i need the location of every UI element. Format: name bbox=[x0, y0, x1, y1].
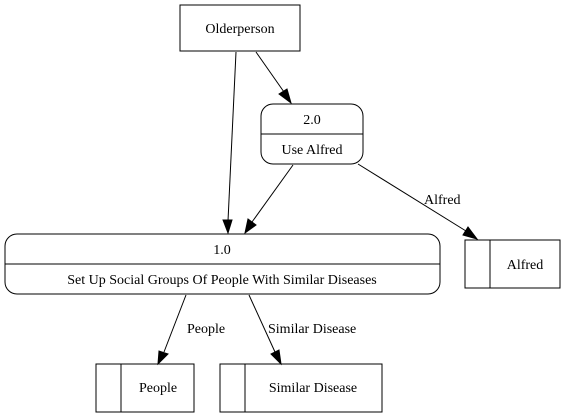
edge-use-alfred-to-store-alfred: Alfred bbox=[357, 163, 479, 240]
node-olderperson-label: Olderperson bbox=[205, 22, 274, 37]
node-process-social-groups-id: 1.0 bbox=[213, 243, 231, 258]
edge-social-groups-to-similar-disease: Similar Disease bbox=[248, 294, 356, 366]
node-store-similar-disease[interactable]: Similar Disease bbox=[219, 363, 383, 413]
edge-label-similar-disease: Similar Disease bbox=[268, 322, 356, 337]
node-process-use-alfred[interactable]: 2.0 Use Alfred bbox=[260, 103, 364, 165]
edge-label-people: People bbox=[187, 322, 225, 337]
edge-olderperson-to-use-alfred bbox=[255, 51, 292, 105]
edge-olderperson-to-social-groups bbox=[222, 51, 237, 235]
node-store-alfred-label: Alfred bbox=[507, 258, 544, 273]
node-store-alfred[interactable]: Alfred bbox=[464, 239, 561, 289]
edge-label-alfred: Alfred bbox=[424, 193, 461, 208]
node-store-similar-disease-label: Similar Disease bbox=[269, 381, 357, 396]
node-process-use-alfred-id: 2.0 bbox=[303, 113, 321, 128]
node-process-social-groups[interactable]: 1.0 Set Up Social Groups Of People With … bbox=[4, 233, 441, 295]
edge-social-groups-to-people: People bbox=[157, 294, 225, 366]
node-store-people[interactable]: People bbox=[95, 363, 195, 413]
node-store-people-label: People bbox=[139, 381, 177, 396]
node-process-use-alfred-label: Use Alfred bbox=[281, 143, 342, 158]
node-olderperson[interactable]: Olderperson bbox=[179, 4, 301, 52]
node-process-social-groups-label: Set Up Social Groups Of People With Simi… bbox=[67, 273, 376, 288]
edge-use-alfred-to-social-groups bbox=[244, 164, 294, 235]
